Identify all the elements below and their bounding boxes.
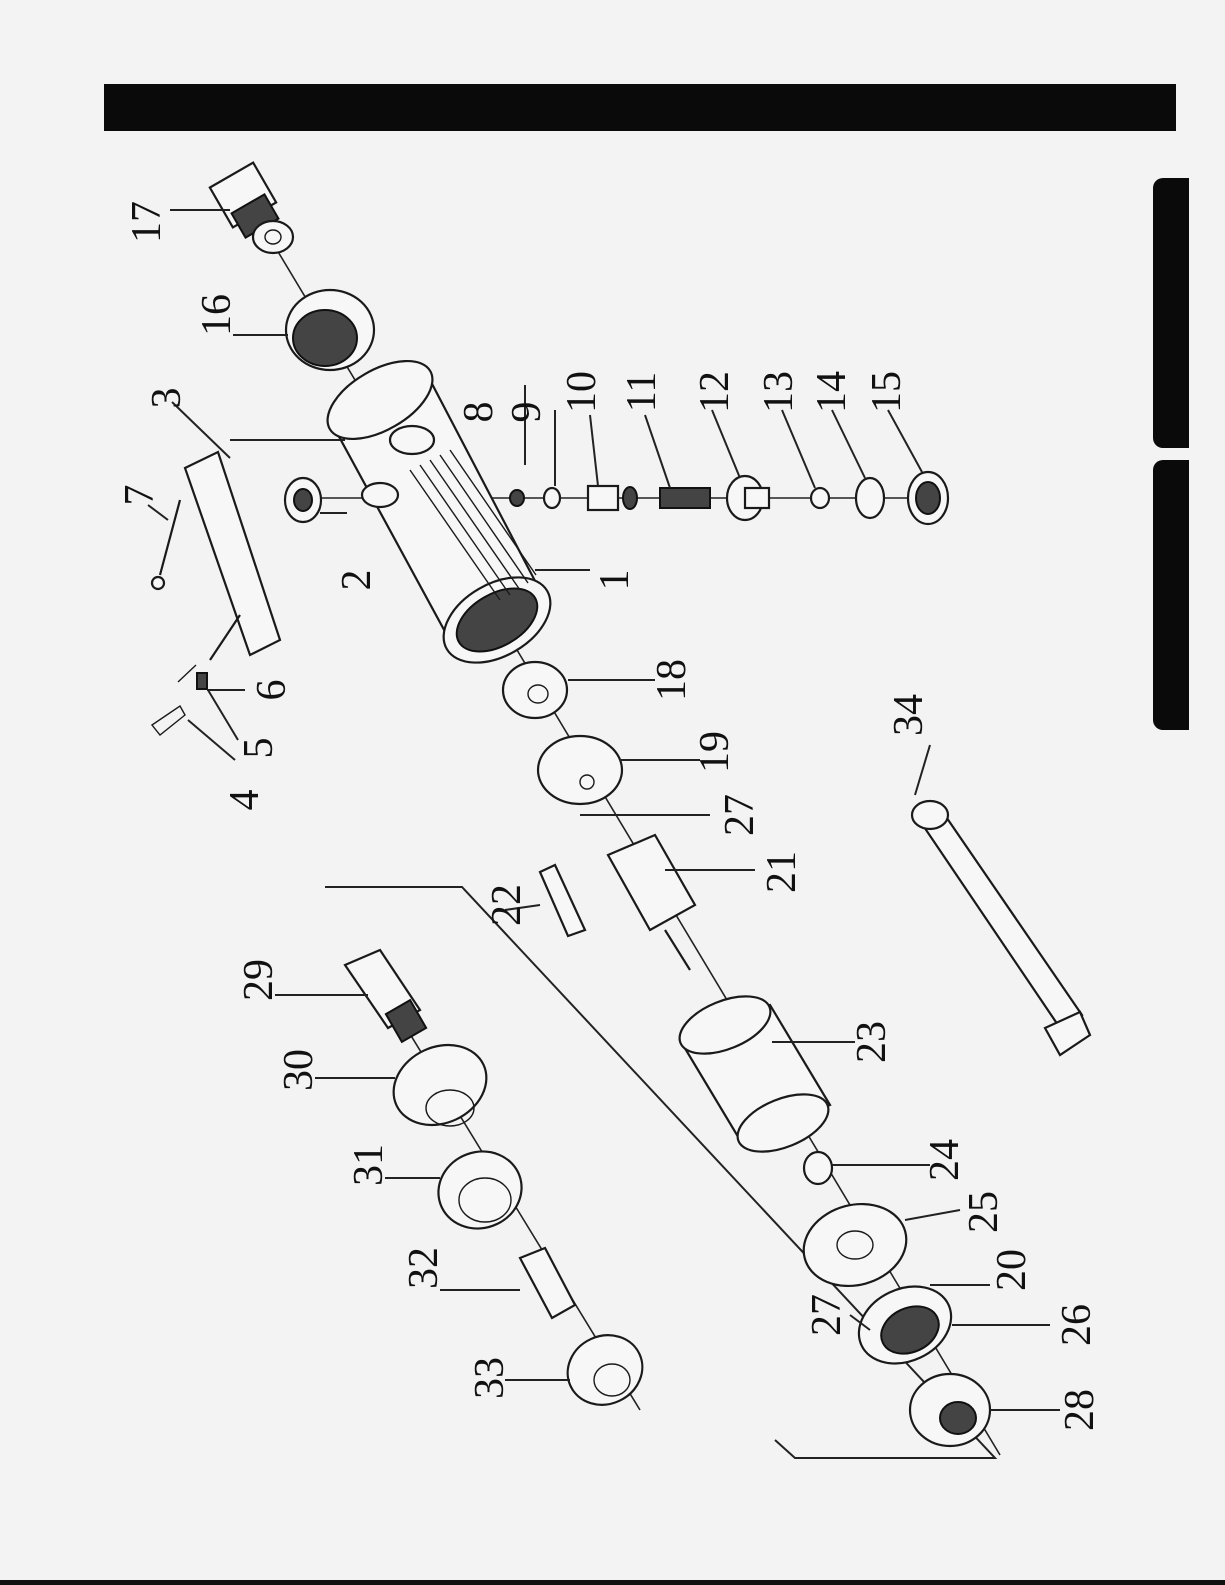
label-part-7: 7 xyxy=(117,485,163,506)
label-part-27-lower: 27 xyxy=(804,1294,850,1336)
part-15-bushing xyxy=(908,472,948,524)
part-31-collar xyxy=(428,1140,533,1240)
part-33-collet-cap xyxy=(556,1323,654,1417)
part-24-spacer xyxy=(804,1152,832,1184)
label-part-2: 2 xyxy=(334,570,380,591)
label-part-6: 6 xyxy=(249,680,295,701)
label-part-33: 33 xyxy=(467,1357,513,1399)
label-part-5: 5 xyxy=(236,738,282,759)
label-part-21: 21 xyxy=(759,851,805,893)
part-2-valve-seat xyxy=(285,478,321,522)
label-part-23: 23 xyxy=(849,1021,895,1063)
label-part-34: 34 xyxy=(886,694,932,736)
part-21-rotor xyxy=(608,835,695,970)
label-part-17: 17 xyxy=(124,201,170,243)
label-part-22: 22 xyxy=(484,884,530,926)
label-part-30: 30 xyxy=(276,1049,322,1091)
label-part-13: 13 xyxy=(756,371,802,413)
part-30-nut xyxy=(380,1030,499,1139)
part-14-washer xyxy=(856,478,884,518)
label-part-1: 1 xyxy=(592,570,638,591)
part-8-oring xyxy=(510,490,524,506)
part-7-pin xyxy=(152,500,180,589)
label-part-27-upper: 27 xyxy=(717,794,763,836)
part-4-latch xyxy=(152,665,196,735)
part-13-oring xyxy=(811,488,829,508)
label-part-29: 29 xyxy=(236,959,282,1001)
label-part-4: 4 xyxy=(222,790,268,811)
label-part-19: 19 xyxy=(692,731,738,773)
label-part-15: 15 xyxy=(864,371,910,413)
label-part-11: 11 xyxy=(619,372,665,412)
part-12-valve-body xyxy=(727,476,769,520)
part-1-housing xyxy=(315,345,565,680)
label-part-20: 20 xyxy=(989,1249,1035,1291)
label-part-12: 12 xyxy=(692,371,738,413)
label-part-9: 9 xyxy=(504,402,550,423)
part-17-fitting xyxy=(210,163,293,253)
part-34-wrench xyxy=(912,801,1090,1055)
accessory-group-bracket xyxy=(325,887,995,1458)
label-part-18: 18 xyxy=(649,659,695,701)
label-part-10: 10 xyxy=(559,371,605,413)
label-part-8: 8 xyxy=(456,402,502,423)
part-32-collet xyxy=(520,1248,575,1318)
label-part-14: 14 xyxy=(809,371,855,413)
part-22-vane xyxy=(540,865,585,936)
part-19-rear-plate xyxy=(538,736,622,804)
label-part-3: 3 xyxy=(144,388,190,409)
part-5-spring xyxy=(197,673,207,689)
label-part-31: 31 xyxy=(346,1144,392,1186)
part-6-pin xyxy=(210,615,240,660)
label-part-26: 26 xyxy=(1054,1304,1100,1346)
label-part-32: 32 xyxy=(401,1247,447,1289)
part-18-bearing xyxy=(503,662,567,718)
label-part-28: 28 xyxy=(1057,1389,1103,1431)
part-28-front-bearing xyxy=(910,1374,990,1446)
label-part-25: 25 xyxy=(961,1191,1007,1233)
part-23-cylinder xyxy=(672,985,837,1163)
label-part-16: 16 xyxy=(194,294,240,336)
part-11-spring xyxy=(660,488,710,508)
part-9-washer xyxy=(544,488,560,508)
part-10-valve-stem xyxy=(588,486,637,510)
bottom-rule xyxy=(0,1580,1225,1585)
part-25-front-plate xyxy=(794,1193,915,1297)
label-part-24: 24 xyxy=(922,1139,968,1181)
part-16-rear-cap xyxy=(286,290,374,370)
part-3-lever xyxy=(185,440,345,655)
